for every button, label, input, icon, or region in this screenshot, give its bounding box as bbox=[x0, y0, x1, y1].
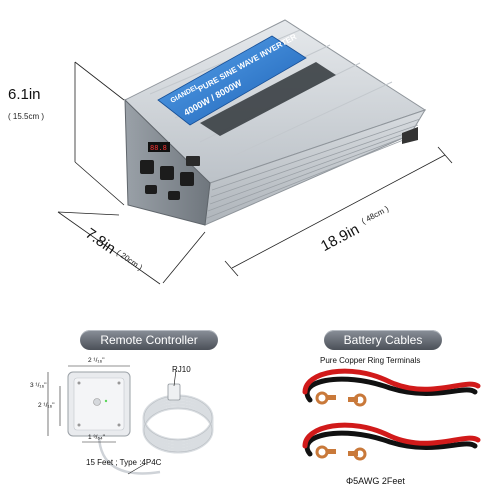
remote-outer-height-label: 3 ¹/₁₆" bbox=[30, 382, 47, 389]
rj10-connector bbox=[167, 383, 181, 401]
rj10-label: RJ10 bbox=[172, 365, 191, 374]
remote-power-button[interactable] bbox=[93, 398, 101, 406]
cable-spec-label: 15 Feet ; Type :4P4C bbox=[86, 458, 162, 467]
cable-pair-upper bbox=[302, 368, 481, 407]
inverter-illustration: GIANDEL PURE SINE WAVE INVERTER 4000W / … bbox=[57, 19, 453, 285]
remote-inner-height-label: 2 ¹/₁₆" bbox=[38, 402, 55, 409]
battery-cables-subtitle: Pure Copper Ring Terminals bbox=[320, 356, 421, 365]
battery-cable-spec-label: Φ5AWG 2Feet bbox=[346, 476, 405, 486]
remote-width-label: 2 ¹/₁₆" bbox=[88, 357, 105, 364]
display-panel bbox=[148, 142, 170, 152]
svg-text:88.8: 88.8 bbox=[150, 144, 167, 152]
battery-cables-illustration bbox=[302, 368, 481, 461]
height-cm-label: ( 15.5cm ) bbox=[8, 112, 45, 121]
ac-outlets bbox=[140, 160, 194, 200]
remote-controller-title: Remote Controller bbox=[80, 330, 218, 350]
cable-pair-lower bbox=[302, 422, 481, 461]
power-switch[interactable] bbox=[186, 156, 200, 166]
remote-depth-label: 1 ³/₆₄" bbox=[88, 434, 105, 441]
remote-controller-illustration bbox=[47, 365, 214, 475]
height-inches-label: 6.1in bbox=[8, 86, 41, 103]
battery-cables-title: Battery Cables bbox=[324, 330, 442, 350]
